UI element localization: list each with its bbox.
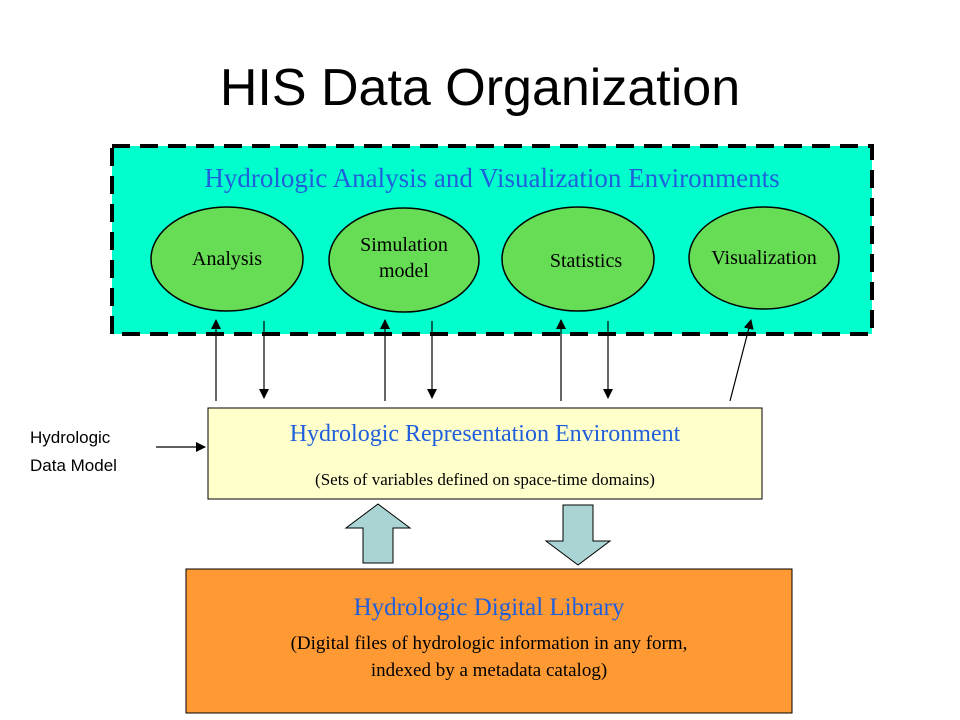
statistics-node-text: Statistics [549,250,623,272]
representation-environment-title: Hydrologic Representation Environment [289,421,681,447]
digital-library-box [185,568,793,714]
visualization-node-text: Visualization [711,247,817,269]
analysis-node [150,206,304,312]
simulation-node-text-line2: model [379,260,429,282]
analysis-node-label: Analysis [151,246,303,272]
simulation-model-node-label: Simulation model [329,232,479,284]
block-arrow-down [544,504,612,566]
simulation-node-text-line1: Simulation [360,234,448,256]
analysis-environment-title: Hydrologic Analysis and Visualization En… [204,163,780,193]
visualization-node [688,206,840,310]
analysis-node-text: Analysis [192,248,262,270]
data-model-label-line2: Data Model [30,456,117,475]
digital-library-description: (Digital files of hydrologic information… [186,630,792,684]
block-arrow-up [344,503,412,564]
statistics-node [501,206,655,312]
slide-title: HIS Data Organization [219,59,741,117]
digital-library-desc-line2: indexed by a metadata catalog) [370,660,608,681]
data-model-label: Hydrologic Data Model [30,424,160,480]
representation-environment-box [207,407,763,500]
statistics-node-label: Statistics [510,248,662,274]
visualization-node-label: Visualization [684,245,844,271]
data-model-label-line1: Hydrologic [30,428,111,447]
representation-environment-subtitle: (Sets of variables defined on space-time… [315,470,655,489]
arrow-up-to-visualization [729,319,754,402]
digital-library-desc-line1: (Digital files of hydrologic information… [290,633,688,654]
simulation-model-node [328,207,480,313]
digital-library-title: Hydrologic Digital Library [353,594,625,621]
